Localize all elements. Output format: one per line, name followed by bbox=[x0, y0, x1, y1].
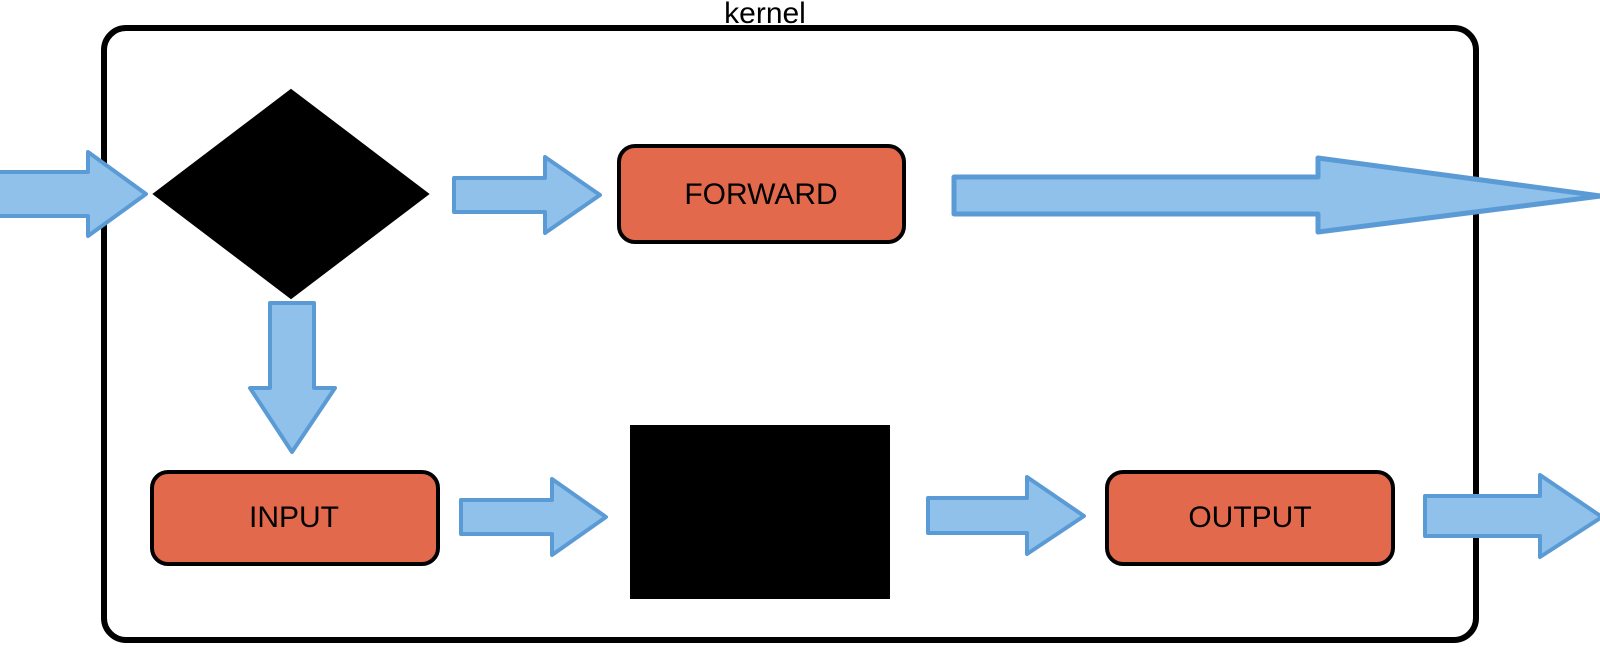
decision-node-redacted[interactable] bbox=[152, 88, 430, 300]
arrow-forward-exit bbox=[951, 155, 1600, 235]
kernel-title: kernel bbox=[724, 0, 806, 30]
arrow-output-exit bbox=[1423, 473, 1600, 559]
input-node[interactable]: INPUT bbox=[150, 470, 440, 566]
process-node-shape[interactable] bbox=[630, 425, 890, 599]
output-node-label: OUTPUT bbox=[1188, 501, 1311, 534]
arrow-decision-to-input bbox=[248, 301, 337, 454]
input-node-label: INPUT bbox=[249, 501, 339, 534]
forward-node-shape[interactable] bbox=[617, 144, 906, 244]
output-node[interactable]: OUTPUT bbox=[1105, 470, 1395, 566]
input-node-shape[interactable] bbox=[150, 470, 440, 566]
arrow-process-to-output bbox=[926, 475, 1086, 556]
output-node-shape[interactable] bbox=[1105, 470, 1395, 566]
forward-node[interactable]: FORWARD bbox=[617, 144, 906, 244]
arrow-decision-to-forward bbox=[452, 155, 602, 235]
process-node-redacted[interactable] bbox=[630, 425, 890, 599]
arrow-input-to-process bbox=[459, 477, 608, 557]
arrow-entry bbox=[0, 150, 148, 238]
kernel-container-border bbox=[101, 25, 1479, 643]
forward-node-label: FORWARD bbox=[684, 178, 837, 211]
